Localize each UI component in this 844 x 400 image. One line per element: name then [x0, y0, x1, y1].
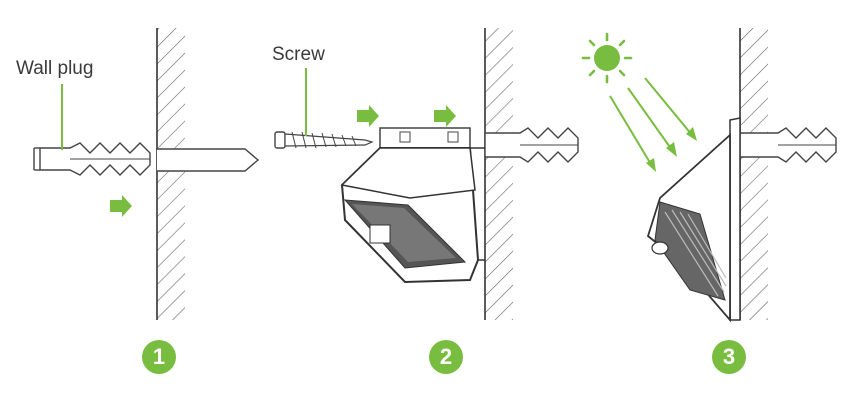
step2-solar-light	[340, 127, 485, 284]
step-2-badge: 2	[429, 340, 463, 374]
step2-screw	[274, 131, 374, 149]
step3-mounted-light	[646, 117, 741, 323]
step1-wall	[156, 28, 185, 320]
step2-inserted-plug	[484, 127, 579, 163]
sun-rays	[609, 77, 697, 172]
screw-label: Screw	[272, 44, 325, 65]
sun-icon	[581, 32, 633, 84]
step-1-badge: 1	[142, 340, 176, 374]
step-3-badge: 3	[712, 340, 746, 374]
step1-arrow-icon	[110, 195, 132, 217]
step3-wall	[739, 28, 768, 320]
step2-wall	[484, 28, 513, 320]
step2-arrow-icon-1	[357, 105, 379, 127]
step1-wall-plug	[33, 142, 151, 176]
step3-inserted-plug	[739, 127, 837, 163]
wall-plug-label: Wall plug	[16, 58, 94, 79]
step1-drilled-hole	[157, 148, 260, 172]
step2-arrow-icon-2	[434, 105, 456, 127]
